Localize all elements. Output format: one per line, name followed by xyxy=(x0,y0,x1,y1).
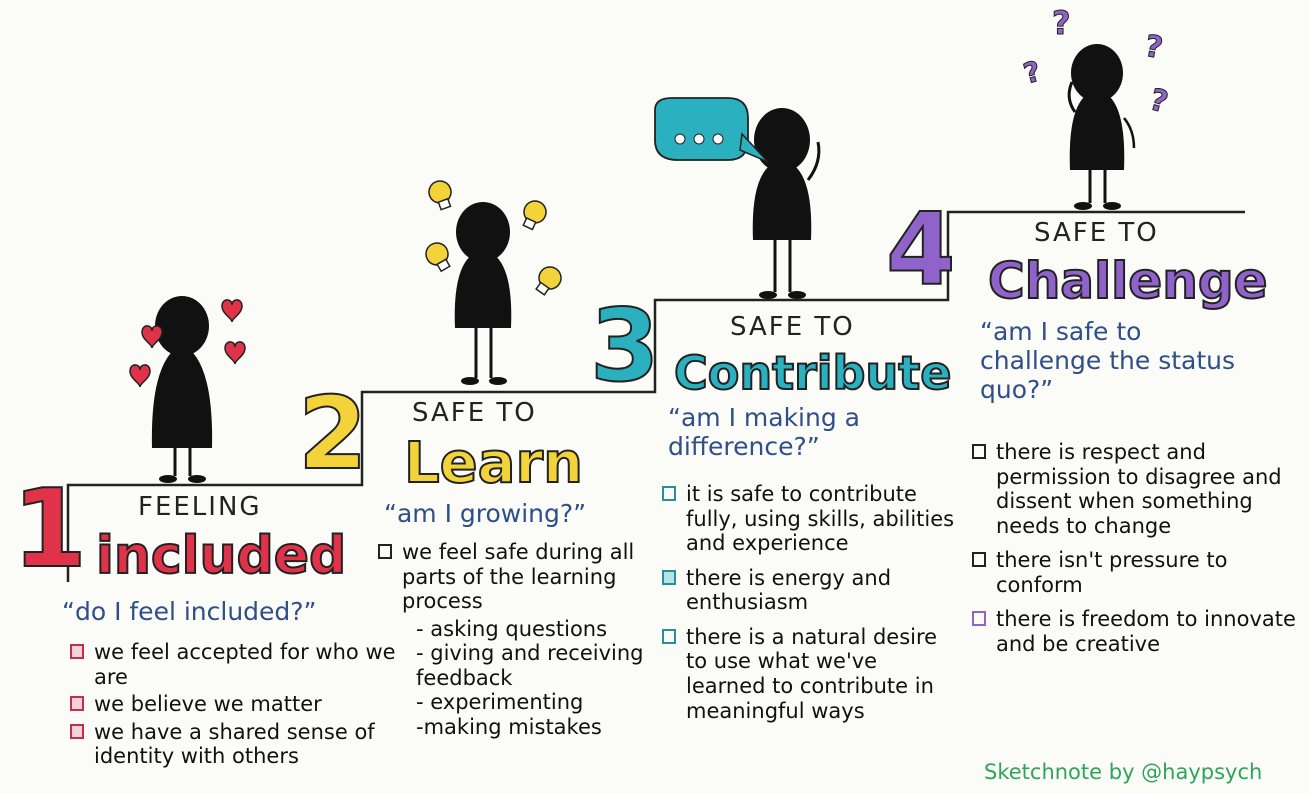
list-subitem: - experimenting xyxy=(416,690,584,715)
heart-icon xyxy=(221,299,243,323)
person-figure-1 xyxy=(151,296,213,483)
stage-3-keyword: Contribute xyxy=(673,346,952,400)
stage-1-question: “do I feel included?” xyxy=(62,597,317,626)
stage-number-4: 4 xyxy=(885,191,957,308)
list-item: there is freedom to innovate and be crea… xyxy=(970,607,1300,656)
stage-2-top-label: SAFE TO xyxy=(412,398,537,428)
checkbox-icon xyxy=(378,544,392,559)
item-text: we have a shared sense of identity with … xyxy=(94,719,375,769)
list-subitem: - asking questions xyxy=(416,616,608,641)
person-figure-4 xyxy=(1067,44,1136,210)
speech-bubble-icon xyxy=(654,97,769,163)
stage-number-2: 2 xyxy=(297,375,369,492)
stage-3-items: it is safe to contribute fully, using sk… xyxy=(660,482,960,726)
heart-icon xyxy=(129,364,151,388)
checkbox-icon xyxy=(70,723,84,739)
lightbulb-icon xyxy=(425,242,451,273)
checkbox-icon xyxy=(972,552,986,568)
heart-icon xyxy=(141,325,163,349)
list-item: it is safe to contribute fully, using sk… xyxy=(660,482,960,556)
item-text: there is energy and enthusiasm xyxy=(686,565,892,615)
speech-bubble-text: ooo xyxy=(670,104,672,105)
stage-1-top-label: FEELING xyxy=(138,492,262,522)
stage-3-top-label: SAFE TO xyxy=(730,312,855,342)
list-item: there is respect and permission to disag… xyxy=(970,440,1300,538)
item-text: we believe we matter xyxy=(94,692,322,717)
item-text: there is freedom to innovate and be crea… xyxy=(996,607,1296,656)
item-text: there is a natural desire to use what we… xyxy=(686,624,938,723)
item-text: it is safe to contribute fully, using sk… xyxy=(686,482,955,556)
question-mark-icon: ? xyxy=(1052,4,1072,43)
stage-1-items: we feel accepted for who we are we belie… xyxy=(68,640,398,772)
checkbox-icon xyxy=(972,611,986,627)
checkbox-icon xyxy=(70,696,84,712)
list-item: we have a shared sense of identity with … xyxy=(68,720,398,769)
checkbox-icon xyxy=(662,569,676,585)
list-subitem: - giving and receiving feedback xyxy=(416,641,644,690)
stage-2-question: “am I growing?” xyxy=(384,499,587,528)
stage-2-keyword: Learn xyxy=(403,431,584,496)
item-text: there is respect and permission to disag… xyxy=(996,440,1282,538)
person-figure-2 xyxy=(454,202,512,385)
item-text: we feel accepted for who we are xyxy=(94,640,396,689)
stage-3-question: “am I making a difference?” xyxy=(668,403,860,461)
stage-4-items: there is respect and permission to disag… xyxy=(970,440,1300,660)
lightbulb-icon xyxy=(428,180,452,211)
stage-number-3: 3 xyxy=(589,287,661,404)
sketchnote-credit: Sketchnote by @haypsych xyxy=(984,760,1263,784)
person-figure-3 xyxy=(752,108,821,299)
list-item: we believe we matter xyxy=(68,692,398,717)
stage-2-items: we feel safe during all parts of the lea… xyxy=(376,540,656,740)
list-item: there isn't pressure to conform xyxy=(970,548,1300,597)
list-item: there is energy and enthusiasm xyxy=(660,566,960,615)
checkbox-icon xyxy=(662,486,676,501)
item-text: we feel safe during all parts of the lea… xyxy=(402,540,635,614)
staircase-outline xyxy=(66,210,1245,582)
heart-icon xyxy=(224,341,246,365)
lightbulb-icon xyxy=(522,200,547,231)
stage-4-question: “am I safe to challenge the status quo?” xyxy=(980,317,1236,404)
checkbox-icon xyxy=(972,444,986,459)
stage-4-keyword: Challenge xyxy=(987,252,1269,310)
list-item: we feel accepted for who we are xyxy=(68,640,398,689)
checkbox-icon xyxy=(70,644,84,659)
checkbox-icon xyxy=(662,628,676,644)
list-item: there is a natural desire to use what we… xyxy=(660,625,960,723)
item-text: there isn't pressure to conform xyxy=(996,548,1228,597)
lightbulb-icon xyxy=(535,266,562,296)
stage-4-top-label: SAFE TO xyxy=(1034,218,1159,248)
list-subitem: -making mistakes xyxy=(416,714,602,739)
stage-1-keyword: included xyxy=(95,526,347,586)
stage-number-1: 1 xyxy=(11,467,88,592)
list-item: we feel safe during all parts of the lea… xyxy=(376,540,656,614)
